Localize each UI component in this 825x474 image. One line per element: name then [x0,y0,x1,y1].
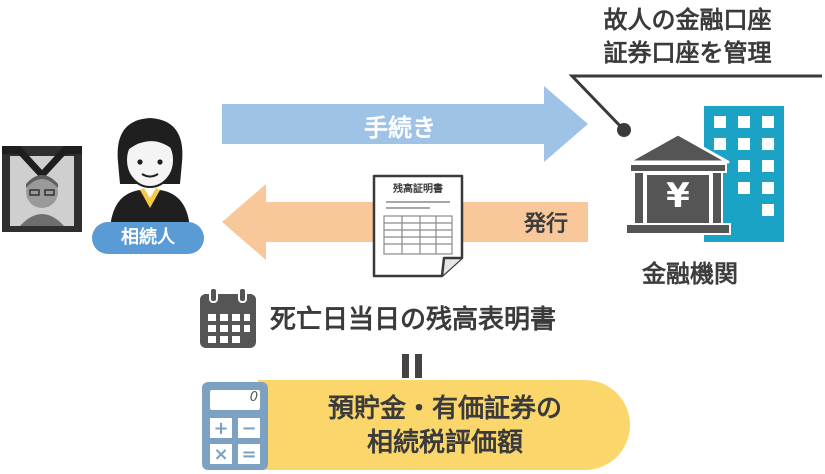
bank-callout-line2: 証券口座を管理 [603,39,772,67]
deceased-portrait-icon [2,146,82,232]
balance-certificate-icon [372,174,464,278]
calendar-icon [200,287,256,348]
bank-building-icon [625,106,784,242]
calculator-icon [202,382,268,470]
heir-badge: 相続人 [92,222,204,254]
calc-plus-icon: + [213,418,229,439]
valuation-line2: 相続税評価額 [366,428,523,458]
bank-callout-line1: 故人の金融口座 [603,6,772,34]
procedure-label: 手続き [364,114,436,142]
calc-minus-icon: − [241,418,257,439]
procedure-arrow [222,86,588,162]
certificate-title: 残高証明書 [393,184,443,195]
calculator-display: 0 [249,390,258,405]
valuation-pill [258,380,630,470]
bank-callout: 故人の金融口座 証券口座を管理 [560,4,815,70]
valuation-text: 預貯金・有価証券の 相続税評価額 [285,392,605,460]
yen-symbol: ¥ [666,176,690,216]
issue-label: 発行 [523,212,568,237]
calc-equals-icon: = [241,444,257,465]
heir-person-icon [110,118,190,230]
calc-times-icon: × [213,444,229,465]
statement-text: 死亡日当日の残高表明書 [270,305,557,335]
bank-label: 金融機関 [642,260,738,288]
equals-sign [398,352,428,380]
valuation-line1: 預貯金・有価証券の [327,394,562,424]
heir-label: 相続人 [121,227,175,248]
callout-leader-line [568,74,822,137]
